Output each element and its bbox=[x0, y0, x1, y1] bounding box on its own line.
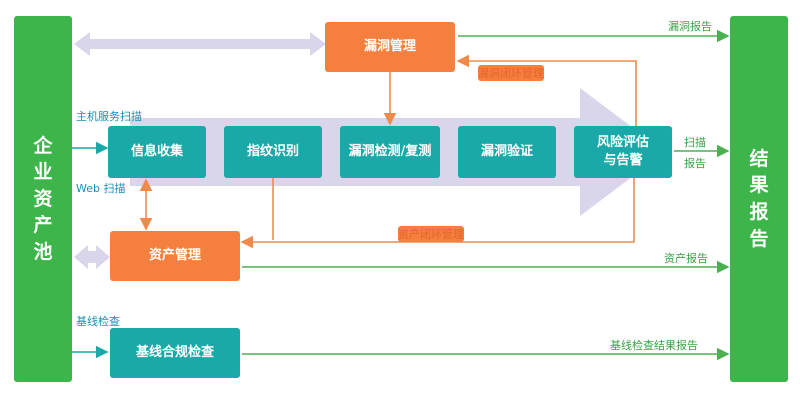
vuln-management-box: 漏洞管理 bbox=[325, 22, 455, 72]
step-vuln-verify: 漏洞验证 bbox=[458, 126, 556, 178]
step-risk-alert: 风险评估 与告警 bbox=[574, 126, 672, 178]
asset-closed-loop-arrow bbox=[240, 177, 635, 249]
scan-report-label-2: 报告 bbox=[684, 157, 706, 170]
pool-char: 企 bbox=[33, 134, 53, 157]
report-char: 告 bbox=[749, 227, 769, 250]
pool-char: 业 bbox=[33, 161, 53, 184]
baseline-report-label: 基线检查结果报告 bbox=[610, 339, 698, 352]
enterprise-asset-pool: 企 业 资 产 池 bbox=[14, 16, 72, 382]
pool-char: 池 bbox=[33, 240, 53, 263]
pool-char: 资 bbox=[33, 187, 53, 210]
vuln-closed-loop-label: 漏洞闭环管理 bbox=[478, 65, 544, 81]
scan-report-label-1: 扫描 bbox=[684, 136, 706, 149]
asset-management-box: 资产管理 bbox=[110, 231, 240, 281]
report-char: 果 bbox=[749, 174, 769, 197]
asset-closed-loop-label: 资产闭环管理 bbox=[398, 226, 464, 242]
vuln-closed-loop-arrow bbox=[456, 54, 637, 126]
step-vuln-detect-retest: 漏洞检测/复测 bbox=[340, 126, 440, 178]
result-report: 结 果 报 告 bbox=[730, 16, 788, 382]
baseline-check-label: 基线检查 bbox=[76, 315, 120, 328]
asset-report-label: 资产报告 bbox=[664, 252, 708, 265]
pool-vuln-double-arrow bbox=[74, 32, 326, 56]
pool-asset-double-arrow bbox=[74, 245, 110, 269]
host-scan-label: 主机服务扫描 bbox=[76, 110, 142, 123]
baseline-compliance-box: 基线合规检查 bbox=[110, 328, 240, 378]
report-char: 报 bbox=[749, 201, 769, 223]
vuln-report-label: 漏洞报告 bbox=[668, 20, 712, 33]
report-char: 结 bbox=[749, 147, 769, 170]
step-fingerprint: 指纹识别 bbox=[224, 126, 322, 178]
step-info-collection: 信息收集 bbox=[108, 126, 206, 178]
web-scan-label: Web 扫描 bbox=[76, 182, 126, 195]
pool-char: 产 bbox=[33, 214, 53, 237]
